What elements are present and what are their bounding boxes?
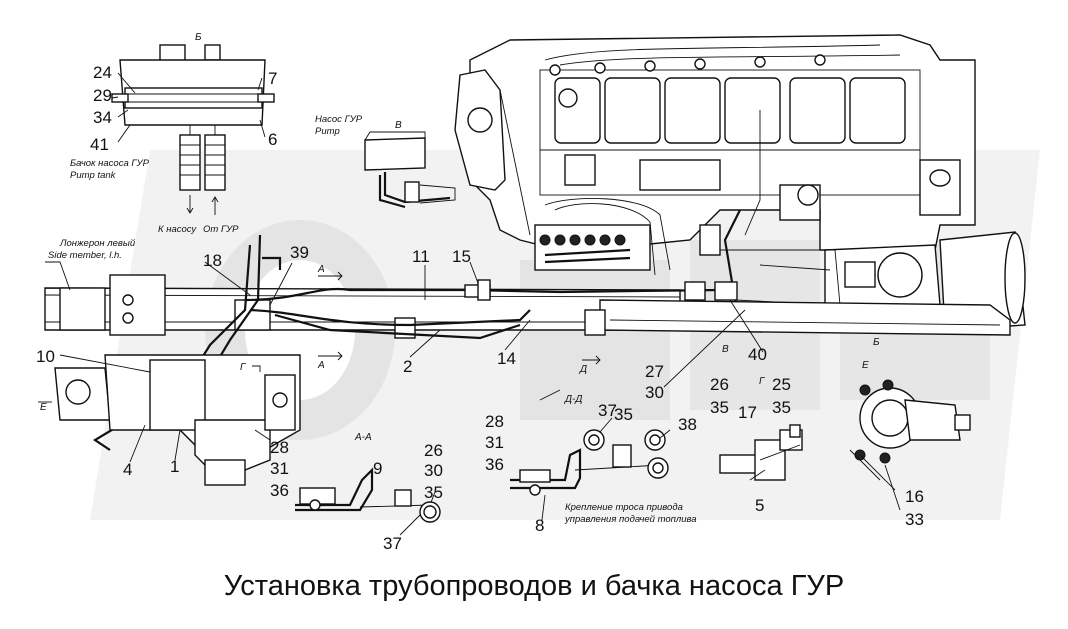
steering-pump-view	[364, 131, 456, 209]
callout-38: 38	[678, 415, 697, 434]
side-member-label-ru: Лонжерон левый	[59, 238, 136, 249]
pump-label-ru: Насос ГУР	[315, 114, 363, 125]
callout-11: 11	[412, 247, 430, 266]
view-arrow-d: Д	[579, 364, 587, 375]
valve-view-e	[849, 379, 971, 481]
callout-34: 34	[93, 108, 112, 127]
callout-16: 16	[905, 487, 924, 506]
callout-26-right: 26	[710, 375, 729, 394]
callout-35-left: 35	[424, 483, 443, 502]
callout-10: 10	[36, 347, 55, 366]
steering-gear	[54, 354, 301, 486]
callout-8: 8	[535, 516, 544, 535]
callout-28-left: 28	[270, 438, 289, 457]
steering-pump-tank	[111, 44, 275, 191]
tank-label-en: Pump tank	[70, 170, 117, 181]
callout-14: 14	[497, 349, 516, 368]
callout-5: 5	[755, 496, 764, 515]
callout-17: 17	[738, 403, 757, 422]
callout-25: 25	[772, 375, 791, 394]
view-label-g-mid: Г	[759, 376, 766, 387]
callout-36-left: 36	[270, 481, 289, 500]
side-member-label-en: Side member, l.h.	[48, 250, 122, 261]
callout-30-left: 30	[424, 461, 443, 480]
injection-pump	[534, 224, 721, 271]
callout-33: 33	[905, 510, 924, 529]
view-label-e-left: Е	[40, 402, 47, 413]
tank-label-ru: Бачок насоса ГУР	[70, 158, 150, 169]
view-label-b-top: Б	[195, 32, 202, 43]
callout-26-left: 26	[424, 441, 443, 460]
diagram-title: Установка трубопроводов и бачка насоса Г…	[224, 570, 844, 602]
callout-35-mid: 35	[614, 405, 633, 424]
callout-28-mid: 28	[485, 412, 504, 431]
callout-4: 4	[123, 460, 132, 479]
view-label-e-right: Е	[862, 360, 869, 371]
callout-2: 2	[403, 357, 412, 376]
cable-note-line1: Крепление троса привода	[565, 502, 683, 513]
connector-group	[719, 424, 803, 481]
callout-35-right-a: 35	[710, 398, 729, 417]
pump-label-en: Pump	[315, 126, 340, 137]
from-pump-label: От ГУР	[203, 224, 239, 235]
view-arrow-a1: А	[317, 264, 325, 275]
callout-39: 39	[290, 243, 309, 262]
view-label-v-mid: В	[722, 344, 729, 355]
engine-block	[454, 34, 976, 331]
callout-15: 15	[452, 247, 471, 266]
callout-18: 18	[203, 251, 222, 270]
callout-37-left: 37	[383, 534, 402, 553]
callout-36-mid: 36	[485, 455, 504, 474]
leader-lines	[59, 72, 901, 536]
section-aa-bracket	[295, 467, 441, 523]
section-dd-bracket	[510, 429, 669, 496]
callout-31-mid: 31	[485, 433, 504, 452]
callout-35-right-b: 35	[772, 398, 791, 417]
section-label-aa: А-А	[354, 432, 372, 443]
view-arrow-a2: А	[317, 360, 325, 371]
callout-29: 29	[93, 86, 112, 105]
callout-9: 9	[373, 459, 382, 478]
callout-40: 40	[748, 345, 767, 364]
callout-7: 7	[268, 69, 277, 88]
view-label-v-pump: В	[395, 120, 402, 131]
callout-6: 6	[268, 130, 277, 149]
section-label-dd: Д-Д	[564, 394, 582, 405]
callout-31-left: 31	[270, 459, 289, 478]
to-pump-label: К насосу	[158, 224, 197, 235]
cable-note-line2: управления подачей топлива	[564, 514, 697, 525]
callout-37-mid: 37	[598, 401, 617, 420]
callout-27: 27	[645, 362, 664, 381]
callout-30-mid: 30	[645, 383, 664, 402]
callout-1: 1	[170, 457, 179, 476]
view-label-b-right: Б	[873, 337, 880, 348]
callout-41: 41	[90, 135, 109, 154]
callout-24: 24	[93, 63, 112, 82]
view-label-g-left: Г	[240, 362, 247, 373]
callouts: 24 29 34 41 7 6 18 39 11 15 2 14 10 4 1 …	[36, 63, 924, 553]
